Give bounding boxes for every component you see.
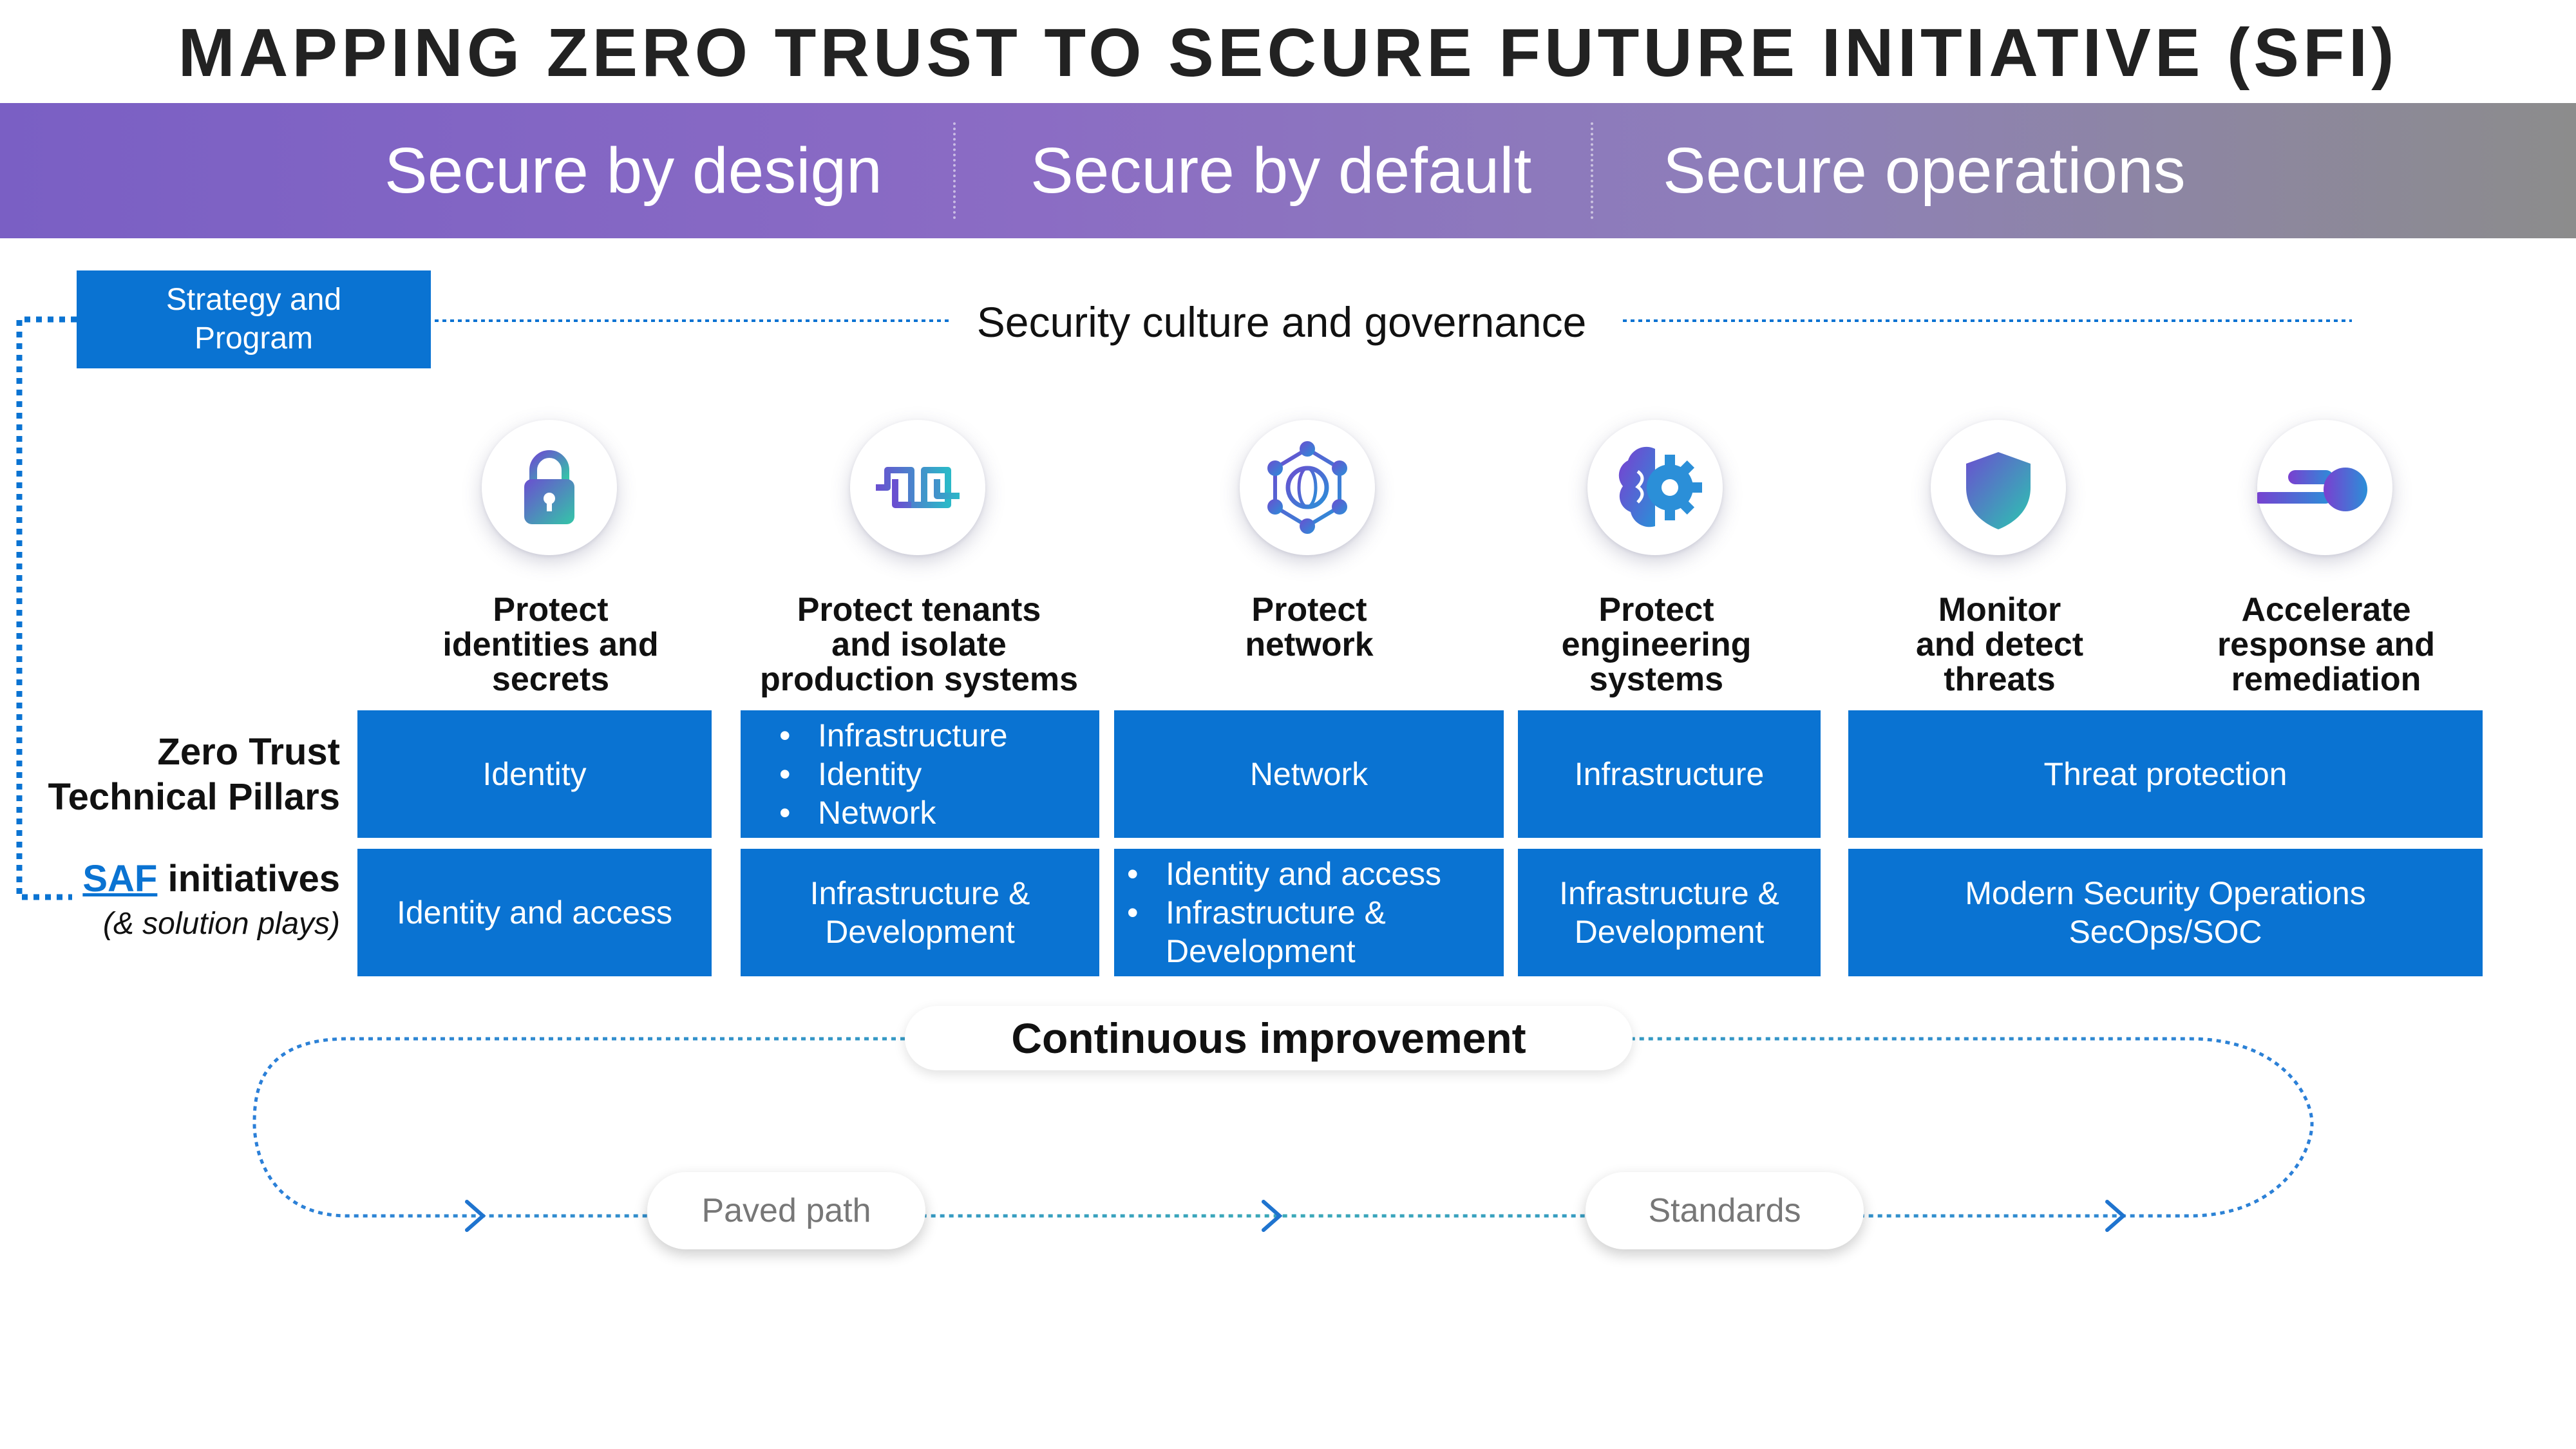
- col-title-monitor: Monitor and detect threats: [1806, 592, 2193, 697]
- col-title-engineering: Protect engineering systems: [1463, 592, 1850, 697]
- cell-line: Infrastructure &: [1559, 875, 1779, 911]
- paved-path-pill: Paved path: [647, 1172, 925, 1249]
- strategy-and-program-box: Strategy and Program: [77, 270, 431, 368]
- saf-infra-dev: Infrastructure & Development: [741, 849, 1099, 976]
- saf-secops: Modern Security Operations SecOps/SOC: [1848, 849, 2483, 976]
- shield-icon: [1931, 420, 2066, 555]
- cell-line: Development: [825, 914, 1015, 950]
- list-item: Infrastructure & Development: [1127, 893, 1504, 971]
- col-title-line: engineering: [1561, 626, 1752, 663]
- governance-label: Security culture and governance: [976, 298, 1587, 346]
- zero-trust-line-1: Zero Trust: [157, 731, 340, 773]
- saf-sublabel: (& solution plays): [102, 907, 340, 941]
- col-title-accelerate: Accelerate response and remediation: [2133, 592, 2519, 697]
- col-title-line: systems: [1589, 661, 1724, 698]
- col-title-line: Accelerate: [2241, 591, 2411, 629]
- saf-infra-dev-2: Infrastructure & Development: [1518, 849, 1821, 976]
- col-title-line: and isolate: [831, 626, 1007, 663]
- speed-toggle-icon: [2254, 420, 2392, 555]
- strategy-line-2: Program: [194, 321, 314, 355]
- col-title-line: production systems: [759, 661, 1079, 698]
- banner-secure-operations: Secure operations: [1663, 135, 2186, 207]
- pillar-identity: Identity: [357, 710, 712, 838]
- cell-line: Development: [1574, 914, 1765, 950]
- col-title-line: and detect: [1915, 626, 2084, 663]
- col-title-tenants: Protect tenants and isolate production s…: [726, 592, 1112, 697]
- col-title-line: secrets: [491, 661, 610, 698]
- banner-divider: [1591, 122, 1593, 219]
- principles-banner: Secure by design Secure by default Secur…: [0, 103, 2576, 238]
- col-title-line: remediation: [2231, 661, 2421, 698]
- pillar-tenants: Infrastructure Identity Network: [741, 710, 1099, 838]
- strategy-line-1: Strategy and: [166, 283, 342, 317]
- cell-line: SecOps/SOC: [2069, 914, 2262, 950]
- network-globe-icon: [1240, 420, 1375, 555]
- saf-label: SAF initiatives (& solution plays): [82, 857, 340, 947]
- saf-link[interactable]: SAF: [82, 858, 158, 900]
- zero-trust-label: Zero Trust Technical Pillars: [48, 730, 340, 820]
- zero-trust-line-2: Technical Pillars: [48, 776, 340, 818]
- saf-network: Identity and access Infrastructure & Dev…: [1114, 849, 1504, 976]
- col-title-line: Protect: [493, 591, 609, 629]
- banner-secure-by-default: Secure by default: [1030, 135, 1532, 207]
- col-title-identities: Protect identities and secrets: [357, 592, 744, 697]
- pillar-infrastructure: Infrastructure: [1518, 710, 1821, 838]
- banner-secure-by-design: Secure by design: [384, 135, 882, 207]
- col-title-line: response and: [2217, 626, 2436, 663]
- col-title-line: Protect: [1598, 591, 1714, 629]
- banner-divider: [953, 122, 956, 219]
- col-title-line: Monitor: [1938, 591, 2061, 629]
- col-title-line: identities and: [442, 626, 659, 663]
- list-item: Infrastructure: [779, 716, 1099, 755]
- cell-line: Infrastructure &: [810, 875, 1030, 911]
- saf-identity-access: Identity and access: [357, 849, 712, 976]
- list-item: Network: [779, 793, 1099, 832]
- lock-icon: [482, 420, 617, 555]
- col-title-line: network: [1245, 626, 1374, 663]
- continuous-improvement-label: Continuous improvement: [905, 1006, 1633, 1070]
- col-title-network: Protect network: [1116, 592, 1502, 662]
- list-item: Identity: [779, 755, 1099, 793]
- standards-pill: Standards: [1586, 1172, 1864, 1249]
- col-title-line: Protect tenants: [797, 591, 1041, 629]
- pillar-threat-protection: Threat protection: [1848, 710, 2483, 838]
- pillar-network: Network: [1114, 710, 1504, 838]
- brain-gear-icon: [1587, 420, 1723, 555]
- col-title-line: Protect: [1251, 591, 1367, 629]
- saf-label-rest: initiatives: [157, 858, 340, 900]
- circuit-icon: [850, 420, 985, 555]
- list-item: Identity and access: [1127, 855, 1504, 893]
- page-title: MAPPING ZERO TRUST TO SECURE FUTURE INIT…: [178, 15, 2398, 91]
- cell-line: Modern Security Operations: [1965, 875, 2366, 911]
- col-title-line: threats: [1944, 661, 2056, 698]
